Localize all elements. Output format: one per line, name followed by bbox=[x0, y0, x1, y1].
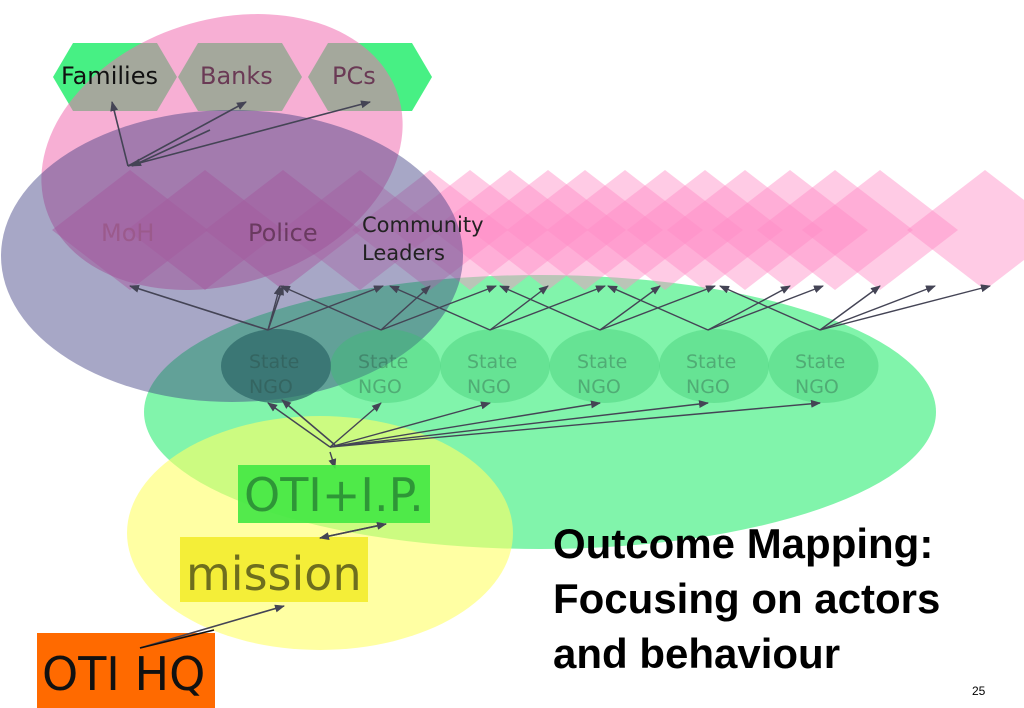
slide-title: Outcome Mapping: Focusing on actors and … bbox=[553, 516, 993, 681]
state-ngo-ellipse bbox=[330, 329, 441, 403]
relationship-arrow bbox=[281, 399, 336, 446]
police-label: Police bbox=[248, 219, 318, 247]
relationship-arrow bbox=[719, 285, 821, 331]
relationship-arrow bbox=[819, 285, 881, 331]
banks-label: Banks bbox=[200, 62, 273, 90]
actor-diamond bbox=[907, 170, 1024, 290]
state-ngo-ellipse bbox=[549, 329, 660, 403]
actor-diamond bbox=[757, 170, 913, 290]
relationship-arrow bbox=[380, 285, 431, 331]
boundary-partners-ellipse bbox=[1, 110, 463, 402]
actor-diamond bbox=[802, 170, 958, 290]
relationship-arrow bbox=[599, 285, 661, 331]
state-ngo-ellipses bbox=[221, 329, 879, 403]
relationship-arrow bbox=[489, 285, 606, 331]
actor-diamond bbox=[547, 170, 703, 290]
relationship-arrow bbox=[707, 285, 824, 331]
state-ngo-ellipse bbox=[440, 329, 550, 403]
title-line-3: and behaviour bbox=[553, 630, 841, 677]
moh-label: MoH bbox=[101, 219, 155, 247]
actor-diamond bbox=[507, 170, 663, 290]
hq-link-line bbox=[139, 629, 215, 649]
state-ngo-ellipse bbox=[659, 329, 769, 403]
community-line: Community bbox=[362, 213, 484, 237]
relationship-arrow bbox=[607, 285, 709, 331]
actor-diamond bbox=[667, 170, 823, 290]
oti-hq-box bbox=[37, 633, 215, 708]
families-label: Families bbox=[61, 62, 158, 90]
pcs-label: PCs bbox=[332, 62, 376, 90]
relationship-arrow bbox=[499, 285, 601, 331]
actor-diamond bbox=[432, 170, 588, 290]
relationship-arrow bbox=[329, 400, 601, 448]
community-leaders-label: Community Leaders bbox=[362, 211, 484, 267]
state-ngo-ellipse bbox=[768, 329, 879, 403]
title-line-1: Outcome Mapping: bbox=[553, 520, 934, 567]
actor-diamond bbox=[627, 170, 783, 290]
relationship-arrow bbox=[127, 100, 371, 167]
relationship-arrow bbox=[819, 285, 936, 331]
leaders-line: Leaders bbox=[362, 241, 445, 265]
relationship-arrow bbox=[329, 400, 709, 448]
relationship-arrow bbox=[139, 604, 285, 649]
actor-diamond bbox=[587, 170, 743, 290]
page-number: 25 bbox=[972, 684, 986, 698]
relationship-arrow bbox=[819, 284, 991, 331]
title-line-2: Focusing on actors bbox=[553, 575, 941, 622]
relationship-arrow bbox=[267, 402, 331, 448]
top-actors-ellipse bbox=[41, 14, 403, 290]
relationship-arrow bbox=[267, 285, 384, 331]
relationship-arrow bbox=[280, 285, 382, 331]
relationship-arrow bbox=[319, 523, 387, 541]
actor-diamond bbox=[712, 170, 868, 290]
relationship-arrow bbox=[110, 101, 129, 167]
relationship-arrow bbox=[329, 402, 382, 448]
relationship-arrows bbox=[110, 100, 991, 469]
actor-diamond bbox=[392, 170, 548, 290]
mission-label: mission bbox=[186, 547, 362, 601]
relationship-arrow bbox=[389, 285, 491, 331]
relationship-arrow bbox=[329, 401, 491, 448]
relationship-arrow bbox=[131, 129, 211, 167]
relationship-arrow bbox=[707, 285, 791, 331]
relationship-arrow bbox=[267, 285, 284, 331]
relationship-arrow bbox=[127, 101, 247, 167]
actor-diamond bbox=[352, 170, 508, 290]
oti-ip-box bbox=[238, 465, 430, 523]
oti-hq-label: OTI HQ bbox=[42, 647, 206, 701]
relationship-arrow bbox=[129, 284, 269, 331]
actor-diamond bbox=[470, 170, 626, 290]
oti-ip-label: OTI+I.P. bbox=[244, 468, 424, 522]
state-ngo-ellipse bbox=[221, 329, 331, 403]
relationship-arrow bbox=[329, 399, 821, 448]
relationship-arrow bbox=[489, 285, 549, 331]
mission-box bbox=[180, 537, 368, 602]
